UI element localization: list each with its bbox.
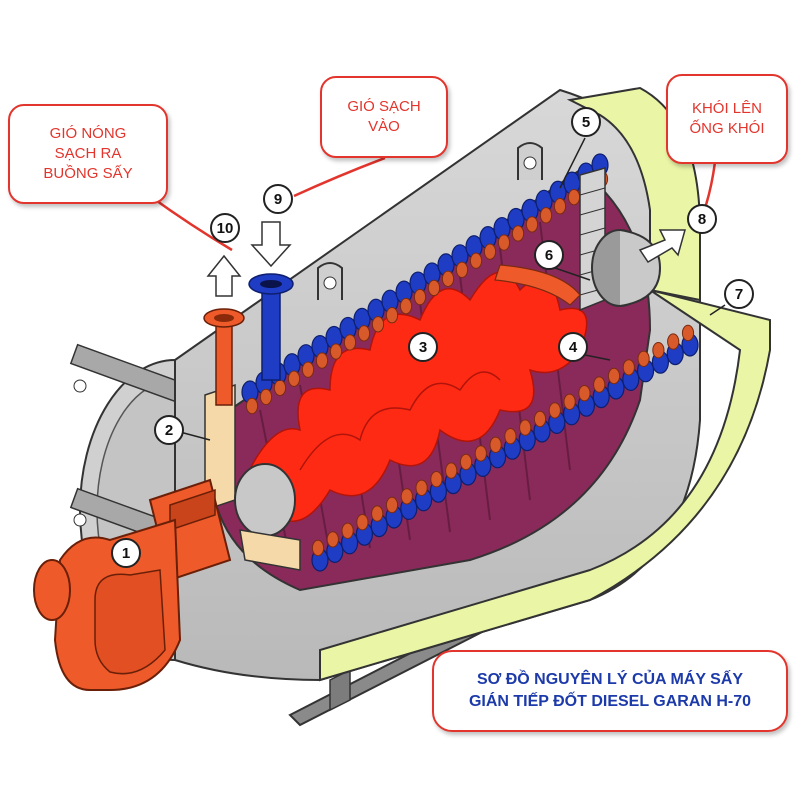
callout-8: 8 xyxy=(687,204,717,234)
tube-end xyxy=(622,359,635,376)
diagram-title: SƠ ĐỒ NGUYÊN LÝ CỦA MÁY SẤY GIÁN TIẾP ĐỐ… xyxy=(432,650,788,732)
smoke-out-label: KHÓI LÊN ỐNG KHÓI xyxy=(666,74,788,164)
callout-3: 3 xyxy=(408,332,438,362)
diesel-burner xyxy=(33,478,232,691)
tube-end xyxy=(504,428,517,445)
clean-air-inlet-pipe xyxy=(248,221,294,381)
upper-tube-bank xyxy=(241,153,609,415)
clean-air-in-label: GIÓ SẠCH VÀO xyxy=(320,76,448,158)
tube-end xyxy=(667,333,680,350)
lower-tube-bank xyxy=(311,324,699,572)
tube-end xyxy=(533,410,547,428)
tube-end xyxy=(430,471,443,488)
tube-end xyxy=(343,334,357,351)
tube-end xyxy=(455,261,469,278)
tube-end xyxy=(301,361,315,378)
tube-end xyxy=(356,514,369,531)
callout-5: 5 xyxy=(571,107,601,137)
inner-burner-collar xyxy=(204,383,301,571)
tube-end xyxy=(567,188,581,206)
hot-air-out-label: GIÓ NÓNG SẠCH RA BUỒNG SẤY xyxy=(8,104,168,204)
tube-end xyxy=(329,343,343,360)
tube-end xyxy=(539,207,553,224)
smoke-outlet xyxy=(591,229,686,307)
flame xyxy=(239,271,588,522)
tube-end xyxy=(245,397,259,415)
tube-end xyxy=(341,522,354,539)
callout-7: 7 xyxy=(724,279,754,309)
callout-9: 9 xyxy=(263,184,293,214)
hot-air-out-arrow xyxy=(206,254,242,297)
tube-end xyxy=(489,436,502,453)
tube-end xyxy=(459,453,473,471)
tube-end xyxy=(259,388,273,406)
tube-end xyxy=(371,505,384,522)
tube-end xyxy=(578,385,591,402)
tube-end xyxy=(474,445,487,462)
tube-end xyxy=(607,367,621,385)
tube-end xyxy=(681,324,695,342)
callout-6: 6 xyxy=(534,240,564,270)
tube-end xyxy=(326,531,339,548)
callout-4: 4 xyxy=(558,332,588,362)
tube-end xyxy=(497,234,511,251)
callout-2: 2 xyxy=(154,415,184,445)
tube-end xyxy=(525,216,539,233)
tube-end xyxy=(652,342,665,359)
tube-end xyxy=(637,350,650,367)
tube-end xyxy=(400,488,413,505)
tube-end xyxy=(399,297,413,315)
callout-10: 10 xyxy=(210,213,240,243)
tube-end xyxy=(511,225,525,242)
tube-end xyxy=(483,243,497,260)
tube-end xyxy=(311,539,325,557)
tube-end xyxy=(519,419,532,436)
tube-end xyxy=(553,198,567,215)
tube-end xyxy=(593,376,606,393)
tube-end xyxy=(469,252,483,269)
tube-end xyxy=(371,316,385,333)
tube-end xyxy=(427,279,441,297)
tube-end xyxy=(415,479,428,496)
tube-end xyxy=(385,307,399,324)
tube-end xyxy=(413,288,427,306)
tube-end xyxy=(287,370,301,387)
tube-end xyxy=(563,393,576,410)
tube-end xyxy=(357,325,371,342)
callout-1: 1 xyxy=(111,538,141,568)
tube-end xyxy=(441,270,455,288)
tube-end xyxy=(548,402,561,419)
tube-end xyxy=(273,379,287,397)
tube-end xyxy=(445,462,458,479)
hot-air-outlet-pipe xyxy=(203,254,245,406)
callout-pointers xyxy=(179,137,726,441)
tube-end xyxy=(385,496,399,514)
clean-air-in-arrow xyxy=(250,221,292,268)
tube-end xyxy=(315,352,329,369)
